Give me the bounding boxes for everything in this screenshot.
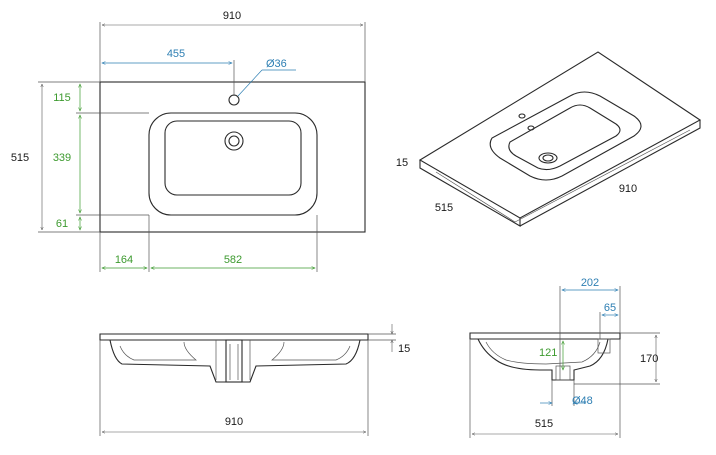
iso-drain [538, 152, 558, 164]
front-view: 15 910 [99, 324, 410, 436]
drain-diameter-label: Ø48 [572, 395, 593, 407]
side-view: 170 515 202 65 121 Ø48 [469, 277, 660, 438]
front-thickness-label: 15 [398, 343, 410, 355]
front-width-label: 910 [225, 416, 243, 428]
iso-top-surface [418, 51, 702, 219]
drain-height-label: 121 [539, 347, 557, 359]
bowl-depth-label: 339 [53, 152, 71, 164]
top-view-counter-outline [99, 81, 366, 233]
iso-front-edge [419, 160, 521, 227]
top-view-drain-outer [224, 131, 244, 151]
overflow-offset-label: 65 [604, 302, 616, 314]
iso-tap-hole [518, 113, 526, 119]
side-margin-label: 164 [115, 254, 133, 266]
iso-right-edge [519, 120, 701, 227]
front-margin-label: 61 [56, 218, 68, 230]
side-view-basin-inner [485, 341, 601, 365]
back-margin-label: 115 [53, 92, 71, 104]
iso-overflow [527, 125, 535, 131]
top-view: 910 455 Ø36 515 115 339 61 164 582 [11, 10, 366, 272]
side-view-top-slab [469, 332, 621, 340]
side-view-basin-body [477, 338, 609, 381]
iso-skirt [435, 129, 691, 223]
iso-bowl-inner [508, 104, 621, 171]
top-view-drain-inner [228, 135, 240, 147]
iso-depth-label: 515 [435, 202, 453, 214]
side-depth-label: 515 [535, 418, 553, 430]
iso-view: 15 515 910 [396, 51, 702, 227]
front-view-top-slab [99, 333, 369, 341]
side-view-overflow [597, 338, 611, 354]
tap-hole-label: Ø36 [266, 58, 287, 70]
top-view-tap-hole [228, 94, 240, 106]
top-view-bowl-inner [164, 120, 302, 196]
iso-drain-inner [542, 154, 554, 162]
front-view-drain [225, 339, 243, 383]
iso-bowl-outer [489, 91, 642, 181]
top-width-label: 910 [223, 10, 241, 22]
side-height-label: 170 [640, 353, 658, 365]
iso-width-label: 910 [619, 183, 637, 195]
tap-hole-leader [237, 69, 263, 97]
tap-offset-label: 455 [167, 48, 185, 60]
iso-thickness-label: 15 [396, 157, 408, 169]
bowl-width-label: 582 [224, 254, 242, 266]
top-depth-label: 515 [11, 152, 29, 164]
drain-offset-label: 202 [581, 277, 599, 289]
top-view-bowl-outer [148, 112, 318, 216]
front-view-basin-body [109, 339, 361, 383]
front-view-basin-inner [119, 341, 351, 361]
